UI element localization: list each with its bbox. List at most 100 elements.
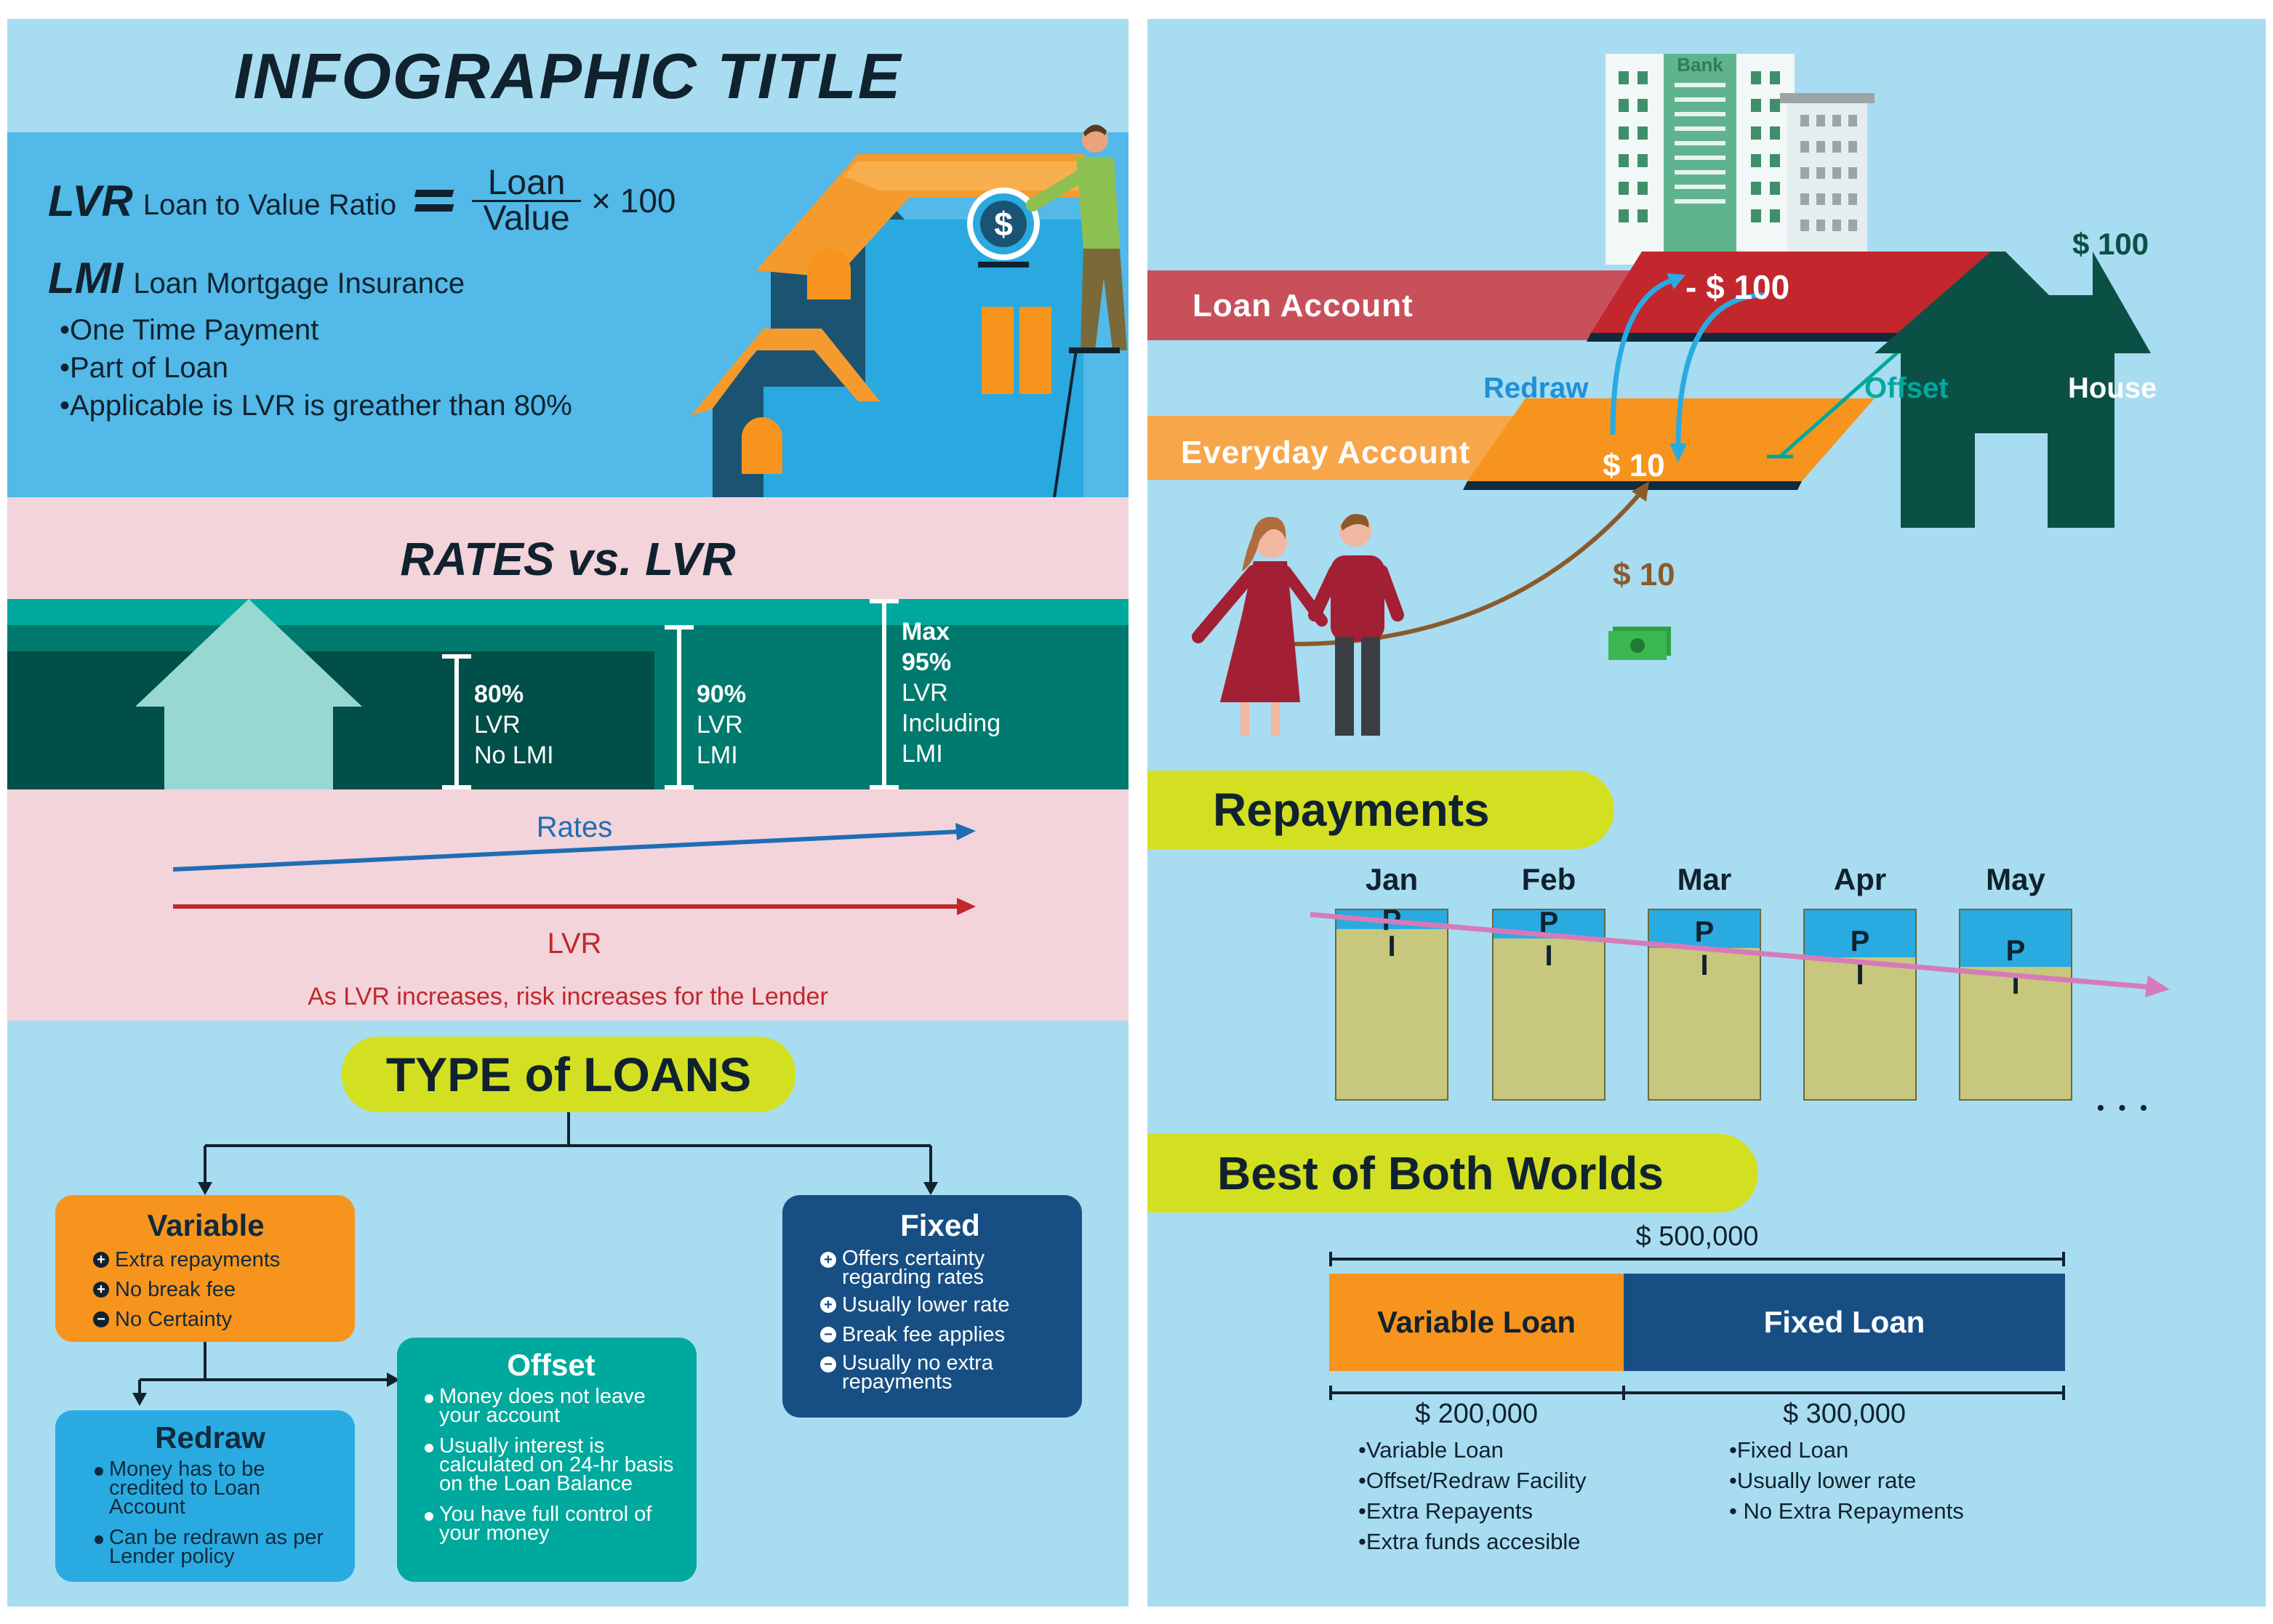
loans-connectors (132, 1112, 938, 1406)
lmi-points: •One Time Payment •Part of Loan •Applica… (60, 311, 572, 425)
loans-title: TYPE of LOANS (385, 1048, 752, 1101)
interest-label: I (1856, 959, 1864, 991)
month-column: Mar P I (1648, 862, 1761, 1101)
redraw-title: Redraw (155, 1420, 265, 1455)
bank-building-icon: Bank (1605, 54, 1875, 265)
svg-text:$: $ (994, 205, 1013, 243)
month-label: Jan (1365, 862, 1419, 896)
redraw-label: Redraw (1483, 372, 1589, 404)
fixed-title: Fixed (900, 1208, 980, 1242)
offset-item: Money does not leave your account (425, 1386, 678, 1426)
tier-label-80: 80% LVR No LMI (474, 680, 554, 769)
offset-title: Offset (507, 1348, 596, 1382)
fixed-loan-box: Fixed +Offers certainty regarding rates … (782, 1195, 1082, 1418)
variable-loan-segment: Variable Loan (1329, 1274, 1624, 1371)
split-bracket (1329, 1386, 2065, 1400)
bullet-dot (95, 1535, 103, 1544)
interest-label: I (1387, 930, 1396, 962)
tier-marker-80 (442, 654, 471, 789)
bullet-dot (95, 1467, 103, 1476)
offset-box: Offset Money does not leave your account… (397, 1338, 697, 1582)
lmi-abbr: LMI (48, 254, 124, 302)
minus-icon: − (820, 1356, 836, 1372)
fixed-item: −Usually no extra repayments (820, 1353, 1060, 1393)
fixed-point: •Fixed Loan (1729, 1437, 1849, 1463)
best-title: Best of Both Worlds (1217, 1147, 1664, 1199)
fixed-point: •Usually lower rate (1729, 1468, 1917, 1493)
fixed-item: +Offers certainty regarding rates (820, 1248, 1060, 1288)
everyday-account-value: $ 10 (1603, 448, 1665, 483)
repayment-bar: P I (1803, 909, 1917, 1101)
variable-point: •Extra funds accesible (1358, 1529, 1581, 1554)
total-bracket (1329, 1252, 2065, 1266)
month-label: May (1986, 862, 2045, 896)
repayment-bar: P I (1335, 904, 1448, 1101)
fraction-denominator: Value (483, 198, 570, 238)
house-illustration: $ (691, 124, 1127, 497)
offset-item: Usually interest is calculated on 24-hr … (425, 1436, 678, 1495)
lmi-point: •Applicable is LVR is greather than 80% (60, 390, 572, 422)
lmi-point: •Part of Loan (60, 352, 228, 384)
cash-value: $ 10 (1613, 557, 1675, 592)
equals-sign (414, 190, 454, 212)
plus-icon: + (93, 1252, 109, 1268)
interest-label: I (2011, 968, 2020, 1000)
left-panel: INFOGRAPHIC TITLE LVR Loan to Value Rati… (7, 19, 1129, 1607)
lvr-label: LVR (547, 928, 602, 960)
lmi-label: Loan Mortgage Insurance (133, 268, 465, 300)
month-label: Feb (1521, 862, 1576, 896)
lvr-formula: LVR Loan to Value Ratio Loan Value × 100 (48, 164, 676, 237)
rates-arrow (173, 823, 976, 872)
variable-amount: $ 200,000 (1414, 1399, 1539, 1429)
principal-segment (1649, 910, 1760, 948)
principal-segment (1805, 910, 1915, 957)
redraw-box: Redraw Money has to be credited to Loan … (55, 1410, 355, 1582)
fixed-amount: $ 300,000 (1782, 1399, 1907, 1429)
fixed-item: +Usually lower rate (820, 1294, 1060, 1316)
repayment-bar: P I (1959, 909, 2072, 1101)
repayments-chart: Jan P I Feb P I Mar P I Apr (1147, 862, 2266, 1138)
variable-title: Variable (147, 1208, 265, 1242)
lvr-section: LVR Loan to Value Ratio Loan Value × 100… (7, 124, 1129, 497)
lvr-fraction: Loan Value (472, 165, 582, 238)
minus-icon: − (93, 1311, 109, 1327)
variable-point: •Offset/Redraw Facility (1358, 1468, 1587, 1493)
offset-item: You have full control of your money (425, 1504, 678, 1544)
total-amount: $ 500,000 (1635, 1221, 1759, 1252)
everyday-account-label: Everyday Account (1181, 435, 1471, 470)
lvr-band: 80% LVR No LMI 90% LVR LMI Max 95% (7, 599, 1129, 789)
fixed-item: −Break fee applies (820, 1324, 1060, 1346)
page-title: INFOGRAPHIC TITLE (233, 40, 902, 112)
more-months-ellipsis: • • • (2097, 1096, 2152, 1119)
loans-title-pill: TYPE of LOANS (342, 1037, 795, 1112)
rates-label: Rates (536, 811, 613, 843)
plus-icon: + (820, 1297, 836, 1313)
bank-label: Bank (1677, 54, 1723, 76)
loan-account-value: - $ 100 (1685, 268, 1790, 306)
offset-label: Offset (1864, 372, 1949, 404)
lvr-arrow (173, 898, 976, 915)
variable-loan-box: Variable +Extra repayments +No break fee… (55, 1195, 355, 1342)
principal-label: P (1850, 925, 1870, 957)
repayments-title-pill: Repayments (1147, 771, 1614, 849)
fixed-loan-segment: Fixed Loan (1624, 1274, 2065, 1371)
minus-icon: − (820, 1327, 836, 1343)
rates-section: RATES vs. LVR 80% LVR No LMI (7, 497, 1129, 1021)
variable-item: +No break fee (93, 1279, 318, 1301)
redraw-item: Can be redrawn as per Lender policy (95, 1527, 326, 1567)
repayments-title: Repayments (1213, 784, 1490, 836)
house-value: $ 100 (2072, 227, 2149, 261)
plus-icon: + (820, 1252, 836, 1268)
best-title-pill: Best of Both Worlds (1147, 1134, 1758, 1213)
principal-label: P (1694, 916, 1715, 948)
loan-account-label: Loan Account (1192, 288, 1414, 323)
month-column: Jan P I (1335, 862, 1448, 1101)
variable-point: •Variable Loan (1358, 1437, 1504, 1463)
lvr-multiplier: × 100 (591, 182, 676, 220)
principal-segment (1960, 910, 2071, 967)
risk-note: As LVR increases, risk increases for the… (308, 983, 828, 1010)
month-column: Apr P I (1803, 862, 1917, 1101)
tier-label-95: Max 95% LVR Including LMI (902, 618, 1001, 768)
month-label: Mar (1677, 862, 1732, 896)
variable-item: −No Certainty (93, 1309, 318, 1330)
